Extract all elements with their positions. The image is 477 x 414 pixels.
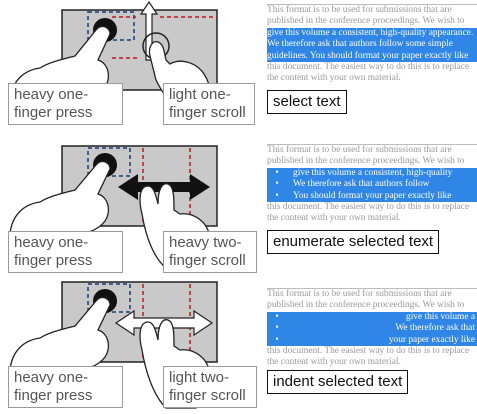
doc-bullet-item: •You should format your paper exactly li…	[267, 190, 477, 202]
doc-bullet-item: •give this volume a	[267, 311, 477, 324]
gesture-illustration	[9, 145, 218, 269]
bullet-icon: •	[275, 190, 279, 201]
bullet-icon: •	[275, 179, 279, 190]
doc-bullet-item: •your paper exactly like	[267, 334, 477, 346]
doc-line: published in the conference proceedings.…	[267, 156, 465, 167]
gesture-row-select: heavy one- finger press light one- finge…	[0, 0, 477, 138]
doc-line-selected: guidelines. You should format your paper…	[267, 50, 477, 62]
left-hand-icon	[9, 160, 111, 243]
gesture-row-enumerate: heavy one- finger press heavy two- finge…	[0, 138, 477, 276]
bullet-icon: •	[275, 167, 279, 178]
document-preview: This format is to be used for submission…	[267, 144, 477, 225]
document-preview: This format is to be used for submission…	[267, 4, 477, 85]
doc-line: the content with your own material.	[267, 73, 401, 84]
doc-line: This format is to be used for submission…	[267, 289, 452, 299]
doc-line: this document. The easiest way to do thi…	[267, 201, 470, 212]
bullet-icon: •	[275, 311, 279, 322]
gesture-row-indent: heavy one- finger press light two- finge…	[0, 276, 477, 414]
doc-bullet-item: •We therefore ask that	[267, 323, 477, 335]
document-preview: This format is to be used for submission…	[267, 288, 477, 369]
doc-line: published in the conference proceedings.…	[267, 300, 465, 311]
left-gesture-label: heavy one- finger press	[8, 231, 123, 273]
action-label: select text	[267, 90, 347, 114]
right-gesture-label: light two- finger scroll	[163, 366, 257, 408]
doc-line: the content with your own material.	[267, 213, 401, 224]
doc-bullet-item: •give this volume a consistent, high-qua…	[267, 167, 477, 180]
doc-line: This format is to be used for submission…	[267, 145, 452, 155]
action-label: enumerate selected text	[267, 230, 440, 254]
doc-line-selected: We therefore ask that authors follow som…	[267, 39, 477, 51]
right-gesture-label: heavy two- finger scroll	[163, 231, 257, 273]
gesture-illustration	[9, 0, 218, 113]
selection-region	[87, 11, 135, 41]
gesture-illustration	[9, 281, 218, 409]
doc-line: This format is to be used for submission…	[267, 5, 452, 15]
doc-line: this document. The easiest way to do thi…	[267, 345, 470, 356]
doc-line-selected: give this volume a consistent, high-qual…	[267, 27, 477, 40]
doc-line: published in the conference proceedings.…	[267, 16, 465, 27]
doc-line: the content with your own material.	[267, 357, 401, 368]
right-gesture-label: light one- finger scroll	[163, 83, 255, 125]
doc-line: this document. The easiest way to do thi…	[267, 61, 470, 72]
scroll-arrow-icon	[139, 0, 159, 61]
action-label: indent selected text	[267, 370, 409, 394]
bullet-icon: •	[275, 323, 279, 334]
left-gesture-label: heavy one- finger press	[8, 83, 123, 125]
bullet-icon: •	[275, 334, 279, 345]
doc-bullet-item: •We therefore ask that authors follow	[267, 179, 477, 191]
left-gesture-label: heavy one- finger press	[8, 366, 123, 408]
